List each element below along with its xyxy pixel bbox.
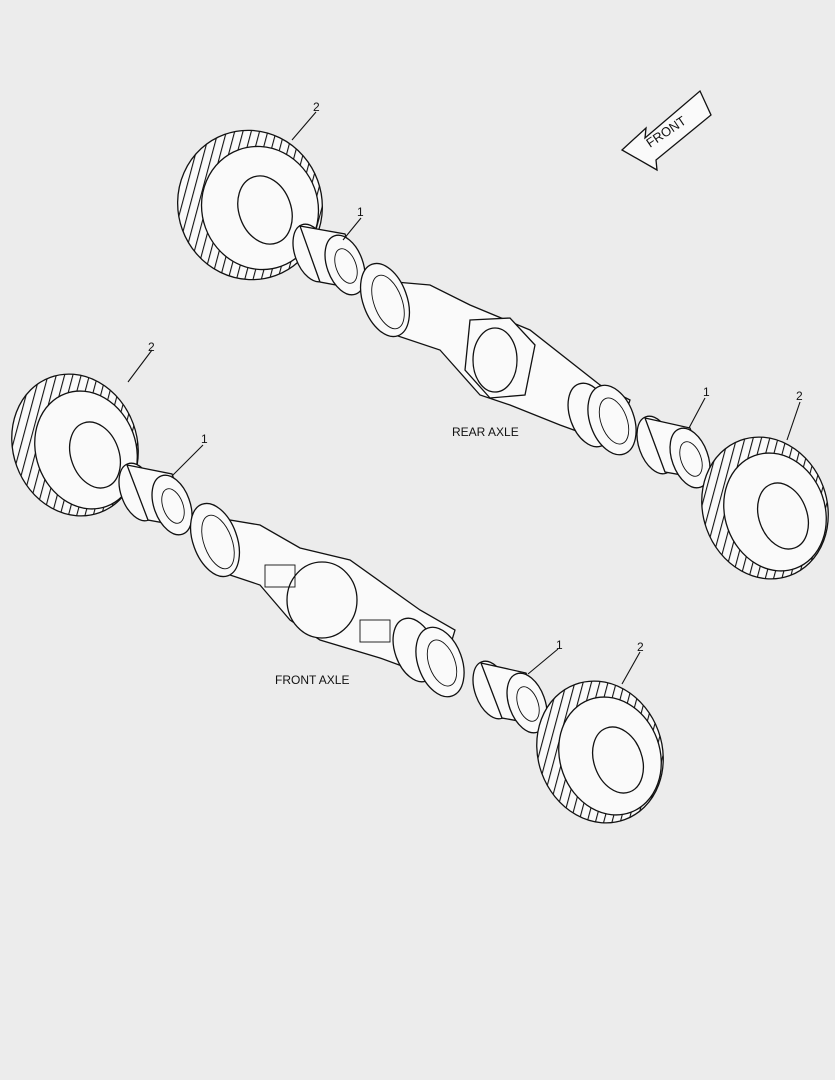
rear-axle-assembly (359, 262, 637, 456)
callout-front-left-tire: 2 (148, 340, 155, 354)
rear-left-tire (176, 129, 324, 281)
rear-right-tire (701, 436, 829, 580)
front-left-tire (11, 373, 139, 517)
callout-rear-left-tire: 2 (313, 100, 320, 114)
callout-front-right-rim: 1 (556, 638, 563, 652)
rear-left-rim (292, 223, 366, 296)
front-right-rim (472, 660, 548, 734)
leader-line (291, 111, 317, 141)
rear-axle-label: REAR AXLE (452, 425, 519, 439)
front-left-rim (118, 462, 194, 536)
leader-line (342, 217, 362, 241)
callout-front-left-rim: 1 (201, 432, 208, 446)
rear-right-rim (636, 415, 712, 489)
leader-line (527, 648, 559, 675)
leader-line (171, 444, 204, 477)
callout-front-right-tire: 2 (637, 640, 644, 654)
front-right-tire (536, 680, 664, 824)
callout-rear-right-tire: 2 (796, 389, 803, 403)
leader-line (688, 397, 706, 429)
callout-rear-right-rim: 1 (703, 385, 710, 399)
leader-line (621, 651, 641, 685)
leader-line (127, 349, 153, 383)
front-axle-assembly (189, 502, 465, 698)
callout-rear-left-rim: 1 (357, 205, 364, 219)
leader-line (786, 401, 801, 441)
front-direction-arrow: FRONT (620, 89, 712, 172)
front-axle-label: FRONT AXLE (275, 673, 349, 687)
